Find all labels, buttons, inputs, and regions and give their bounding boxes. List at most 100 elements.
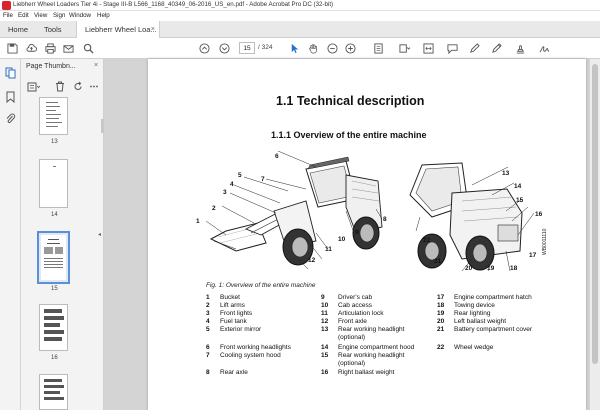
upload-cloud-icon[interactable] (25, 42, 38, 55)
callout-15: 15 (516, 197, 524, 204)
thumbnail-page-14[interactable] (39, 159, 68, 208)
subsection-heading: 1.1.1 Overview of the entire machine (271, 130, 427, 140)
toolbar: 15 / 324 (0, 38, 600, 59)
thumbnails-panel: Page Thumbn... × 13 14 (21, 59, 104, 410)
thumbnail-scrollbar[interactable] (101, 119, 104, 133)
sign-icon[interactable] (538, 42, 551, 55)
thumbnail-label-14: 14 (51, 212, 58, 218)
thumbnail-page-16[interactable] (39, 304, 68, 351)
thumbnail-label-15: 15 (51, 286, 58, 292)
menu-sign[interactable]: Sign (53, 12, 66, 19)
search-icon[interactable] (82, 42, 95, 55)
callout-11: 11 (325, 246, 332, 253)
callout-22: 22 (423, 237, 431, 244)
menu-bar: File Edit View Sign Window Help (0, 11, 600, 21)
thumbnails-panel-title: Page Thumbn... (26, 63, 76, 70)
callout-5: 5 (238, 172, 242, 179)
previous-page-icon[interactable] (198, 42, 211, 55)
thumbnail-page-13[interactable] (39, 97, 68, 135)
thumbnail-label-16: 16 (51, 355, 58, 361)
callout-21: 21 (434, 258, 442, 265)
callout-6: 6 (275, 153, 279, 160)
tab-tools-label: Tools (44, 25, 62, 34)
zoom-out-icon[interactable] (326, 42, 339, 55)
document-scrollbar-thumb[interactable] (592, 64, 598, 364)
callout-2: 2 (212, 205, 216, 212)
legend-item-note: (optional) (338, 334, 366, 341)
print-icon[interactable] (44, 42, 57, 55)
fit-width-icon[interactable] (422, 42, 435, 55)
more-options-icon[interactable] (89, 81, 99, 92)
menu-window[interactable]: Window (69, 12, 92, 19)
select-cursor-icon[interactable] (288, 42, 301, 55)
callout-16: 16 (535, 211, 543, 218)
comment-icon[interactable] (446, 42, 459, 55)
figure-id: WB0011110 (542, 228, 548, 255)
close-tab-icon[interactable]: × (150, 26, 155, 33)
acrobat-app-icon (2, 1, 11, 10)
hand-tool-icon[interactable] (307, 42, 320, 55)
callout-20: 20 (465, 265, 473, 272)
callout-14: 14 (514, 183, 522, 190)
tab-bar: Home Tools Liebherr Wheel Loa... × (0, 21, 600, 38)
tab-home-label: Home (8, 25, 29, 34)
callout-18: 18 (510, 265, 518, 272)
tab-document[interactable]: Liebherr Wheel Loa... × (76, 21, 160, 38)
page-thumbnails-icon[interactable] (5, 67, 16, 79)
menu-help[interactable]: Help (97, 12, 110, 19)
navigation-rail (0, 59, 21, 410)
callout-13: 13 (502, 170, 510, 177)
thumbnail-page-15-selected[interactable] (37, 231, 70, 284)
loader-front-illustration (206, 151, 383, 270)
tab-home[interactable]: Home (0, 21, 36, 38)
callout-7: 7 (261, 176, 265, 183)
page-number-input[interactable]: 15 (239, 42, 255, 54)
thumbnail-page-17[interactable] (39, 374, 68, 410)
email-icon[interactable] (62, 42, 75, 55)
zoom-in-icon[interactable] (344, 42, 357, 55)
close-panel-icon[interactable]: × (94, 62, 99, 69)
callout-4: 4 (230, 181, 234, 188)
delete-page-icon[interactable] (55, 81, 65, 92)
pdf-page: 1.1 Technical description 1.1.1 Overview… (148, 59, 586, 410)
callout-17: 17 (529, 252, 537, 259)
highlight-pen-icon[interactable] (468, 42, 481, 55)
callout-1: 1 (196, 218, 200, 225)
page-fit-icon[interactable] (372, 42, 385, 55)
save-icon[interactable] (6, 42, 19, 55)
draw-pen-icon[interactable] (490, 42, 503, 55)
callout-8: 8 (383, 216, 387, 223)
menu-view[interactable]: View (34, 12, 48, 19)
rotate-page-icon[interactable] (73, 81, 83, 92)
window-title: Liebherr Wheel Loaders Tier 4i - Stage I… (13, 1, 334, 8)
options-menu-icon[interactable] (27, 82, 41, 92)
next-page-icon[interactable] (218, 42, 231, 55)
bookmark-icon[interactable] (5, 91, 16, 104)
callout-12: 12 (308, 257, 316, 264)
tab-tools[interactable]: Tools (36, 21, 76, 38)
attachment-icon[interactable] (5, 113, 16, 125)
menu-file[interactable]: File (3, 12, 13, 19)
zoom-menu-icon[interactable] (398, 42, 411, 55)
tab-document-label: Liebherr Wheel Loa... (85, 25, 157, 34)
menu-edit[interactable]: Edit (18, 12, 29, 19)
title-bar: Liebherr Wheel Loaders Tier 4i - Stage I… (0, 0, 600, 11)
expand-panel-arrow-icon[interactable]: ◂ (98, 232, 102, 238)
stamp-icon[interactable] (514, 42, 527, 55)
